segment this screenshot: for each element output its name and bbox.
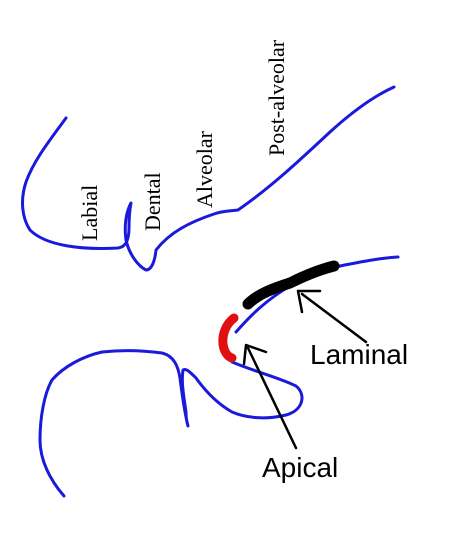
label-laminal: Laminal [310, 339, 408, 370]
laminal-arrow [296, 289, 368, 344]
label-labial: Labial [77, 185, 102, 241]
apical-arrow [242, 343, 298, 450]
label-alveolar: Alveolar [192, 130, 217, 208]
apical-region [218, 313, 239, 363]
label-post-alveolar: Post-alveolar [264, 39, 289, 156]
lower-lip-outline [38, 349, 304, 498]
laminal-region [242, 260, 340, 310]
label-apical: Apical [262, 452, 338, 483]
label-dental: Dental [140, 172, 165, 231]
upper-lip-outline [21, 85, 396, 272]
